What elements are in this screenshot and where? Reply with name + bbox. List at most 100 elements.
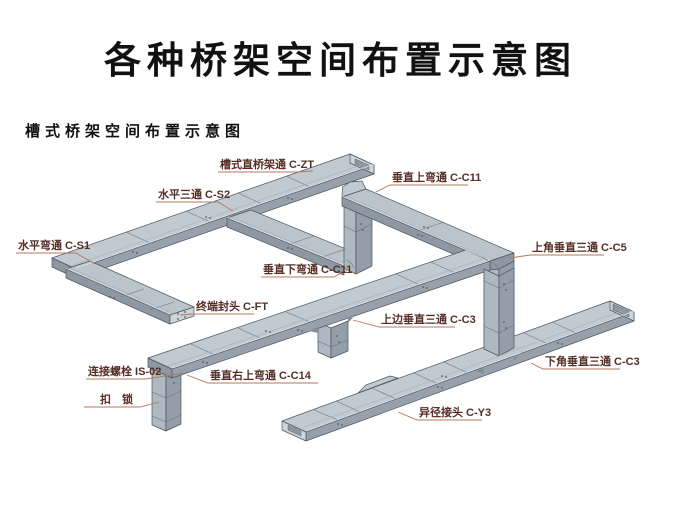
bolt-hole-dot (297, 329, 299, 331)
label-cc3bot: 下角垂直三通 C-C3 (545, 354, 640, 368)
bolt-hole-dot (360, 223, 362, 225)
bolt-hole-dot (184, 311, 186, 313)
leader-line-is02 (86, 372, 185, 380)
seam-line-9 (190, 343, 216, 356)
bolt-hole-dot (557, 342, 559, 344)
bolt-hole-dot (109, 296, 111, 298)
edge-highlight-4 (171, 259, 491, 369)
leader-line-cc3top (352, 319, 455, 328)
inner-lip-3 (345, 195, 487, 259)
stub-cc3-se-face (330, 320, 349, 359)
bolt-hole-dot (205, 216, 207, 218)
seam-line-14 (313, 409, 339, 421)
seam-line-20 (371, 387, 397, 400)
bolt-hole-dot (441, 387, 443, 389)
label-cy3: 异径接头 C-Y3 (419, 405, 491, 419)
seam-line-7 (321, 248, 347, 258)
leader-line-cc11dn (261, 268, 350, 278)
bolt-hole-dot (445, 376, 447, 378)
bolt-hole-dot (421, 235, 423, 237)
inner-lip-2 (230, 216, 348, 266)
bolt-hole-dot (505, 327, 507, 329)
inner-lip-5 (301, 307, 631, 429)
bolt-hole-dot (171, 376, 173, 378)
tray-low-side-face (305, 311, 635, 442)
label-lock: 扣 锁 (100, 392, 133, 406)
page-title: 各种桥架空间布置示意图 (104, 40, 577, 81)
bolt-hole-dot (202, 361, 204, 363)
seam-line-12 (395, 273, 421, 286)
label-cc5: 上角垂直三通 C-C5 (532, 240, 627, 254)
seam-line-19 (335, 400, 361, 413)
edge-highlight-3 (341, 195, 491, 261)
bolt-hole-dot (265, 330, 267, 332)
tray-cft-top-face (65, 260, 195, 316)
seam-line-21 (151, 390, 182, 399)
bolt-hole-dot (173, 382, 175, 384)
bolt-hole-dot (336, 335, 338, 337)
seam-line-26 (317, 339, 349, 348)
edge-highlight-5 (305, 310, 635, 432)
leader-line-cc5 (509, 254, 604, 259)
leader-line-cft (179, 313, 254, 316)
bolt-hole-dot (337, 423, 339, 425)
leader-line-lock (84, 401, 160, 408)
bolt-hole-dot (206, 362, 208, 364)
bolt-hole-dot (113, 297, 115, 299)
seam-line-22 (151, 414, 182, 423)
stub-flare-left (309, 327, 318, 333)
bolt-hole-dot (441, 375, 443, 377)
bolt-hole-dot (437, 386, 439, 388)
inner-lip-4 (167, 257, 487, 367)
bolt-hole-dot (184, 316, 186, 318)
seam-line-25 (483, 324, 515, 334)
bolt-hole-dot (561, 343, 563, 345)
bolt-hole-dot (287, 247, 289, 249)
leader-line-cs2 (156, 201, 234, 212)
bolt-hole-dot (132, 251, 134, 253)
seam-line-5 (149, 301, 175, 311)
seam-line-8 (419, 221, 445, 231)
bolt-hole-dot (423, 226, 425, 228)
inner-lip-1 (69, 267, 174, 315)
label-cs1: 水平弯通 C-S1 (18, 238, 90, 252)
bolt-hole-dot (503, 321, 505, 323)
inner-lip-0 (71, 161, 371, 267)
bolt-hole-dot (427, 227, 429, 229)
leader-line-cc3bot (530, 362, 620, 370)
bolt-hole-dot (177, 318, 179, 320)
label-cs2: 水平三通 C-S2 (158, 187, 230, 201)
bolt-hole-dot (269, 331, 271, 333)
seam-line-2 (237, 192, 263, 205)
seam-line-1 (185, 210, 211, 223)
bolt-hole-dot (426, 287, 428, 289)
bolt-hole-dot (505, 289, 507, 291)
bolt-hole-dot (177, 313, 179, 315)
seam-line-0 (125, 231, 151, 244)
tray-low-ne-cap-inner (612, 303, 630, 318)
bolt-hole-dot (341, 424, 343, 426)
label-cc14: 垂直右上弯通 C-C14 (210, 368, 312, 382)
label-cft: 终端封头 C-FT (196, 299, 268, 313)
leader-line-cs1 (16, 252, 96, 265)
bolt-hole-dot (417, 234, 419, 236)
bolt-hole-dot (301, 330, 303, 332)
lowtee-flare-right (514, 351, 523, 361)
edge-highlight-1 (65, 267, 171, 315)
seam-line-24 (483, 279, 515, 289)
seam-line-23 (343, 223, 373, 233)
label-cc11up: 垂直上弯通 C-C11 (392, 170, 481, 184)
label-is02: 连接螺栓 IS-02 (88, 364, 161, 378)
seam-line-15 (413, 372, 439, 385)
seam-line-4 (119, 288, 145, 298)
bolt-hole-dot (291, 198, 293, 200)
lowtee-flare-left (475, 367, 484, 374)
bolt-hole-dot (291, 248, 293, 250)
seam-line-11 (285, 311, 311, 323)
bolt-hole-dot (338, 341, 340, 343)
seam-line-13 (430, 261, 456, 274)
tray-low-sw-cap-inner (287, 424, 302, 437)
label-czt: 槽式直桥架通 C-ZT (220, 157, 314, 171)
bolt-hole-dot (287, 197, 289, 199)
